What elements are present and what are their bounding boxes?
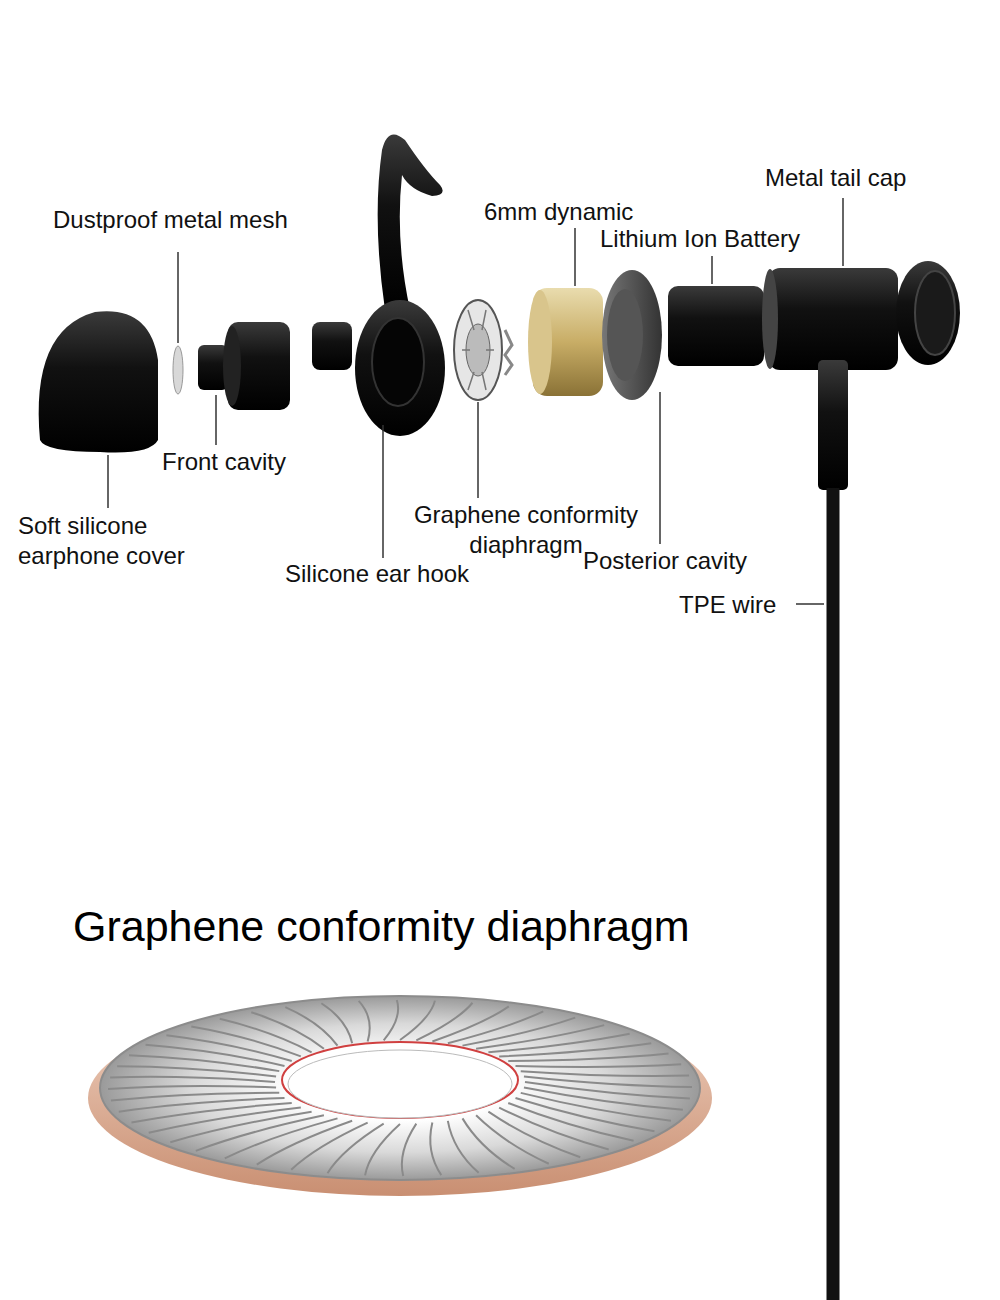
- diaphragm-rib: [499, 1043, 651, 1056]
- part-label: Metal tail cap: [765, 163, 906, 193]
- diaphragm-rib: [129, 1055, 279, 1071]
- section-title: Graphene conformity diaphragm: [73, 900, 690, 952]
- part-label: Silicone ear hook: [285, 559, 469, 589]
- diaphragm-rib: [448, 1121, 479, 1173]
- diaphragm-rib: [416, 1003, 472, 1041]
- diaphragm-rib: [508, 1053, 668, 1061]
- diaphragm-rib: [402, 1124, 416, 1176]
- diaphragm-rib: [476, 1025, 604, 1049]
- diaphragm-rib: [515, 1098, 654, 1131]
- part-label: Posterior cavity: [583, 546, 747, 576]
- part-label: TPE wire: [679, 590, 776, 620]
- diaphragm-rib: [108, 1086, 276, 1089]
- part-label: 6mm dynamic: [484, 197, 633, 227]
- part-label: Front cavity: [162, 447, 286, 477]
- diaphragm-rib: [515, 1064, 681, 1067]
- diaphragm-rib: [524, 1077, 692, 1088]
- diaphragm-rib: [149, 1108, 301, 1133]
- part-label: Soft silicone earphone cover: [18, 511, 223, 571]
- diaphragm-rib: [166, 1035, 291, 1061]
- diaphragm-rib: [521, 1071, 689, 1076]
- diaphragm-rib: [463, 1118, 515, 1169]
- diaphragm-rib: [384, 1000, 398, 1040]
- part-label: Dustproof metal mesh: [53, 205, 288, 235]
- diaphragm-rib: [131, 1103, 291, 1123]
- diaphragm-rib: [488, 1034, 629, 1053]
- diaphragm-rib: [430, 1123, 441, 1176]
- diaphragm-rib: [359, 1001, 370, 1042]
- diaphragm-rib: [328, 1124, 384, 1174]
- diaphragm-rib: [285, 1007, 337, 1046]
- diaphragm-rib: [476, 1115, 549, 1163]
- diaphragm-rib: [111, 1093, 279, 1101]
- part-label: Lithium Ion Battery: [600, 224, 800, 254]
- diaphragm-rib: [488, 1112, 580, 1158]
- diaphragm-rib: [110, 1077, 275, 1082]
- diaphragm-rib: [251, 1012, 324, 1048]
- diaphragm-rib: [146, 1045, 285, 1066]
- diaphragm-rib: [321, 1003, 352, 1043]
- diaphragm-rib: [220, 1019, 312, 1053]
- diaphragm-rib: [191, 1026, 301, 1056]
- diaphragm-rib: [119, 1098, 285, 1112]
